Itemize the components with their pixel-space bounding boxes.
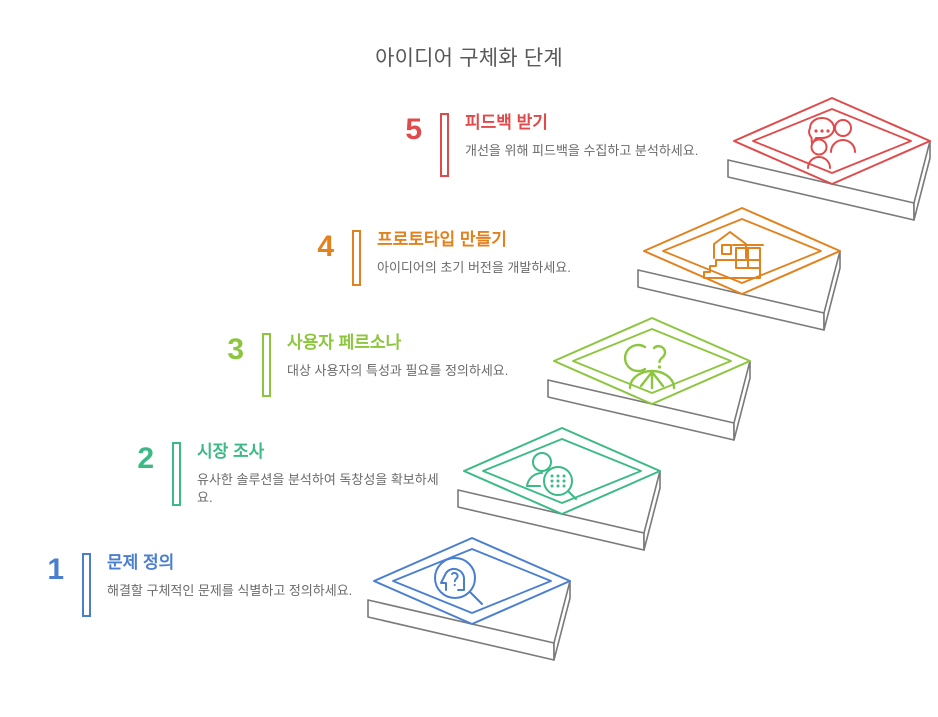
step-description-2: 유사한 솔루션을 분석하여 독창성을 확보하세요. (197, 471, 439, 506)
platform-step-5 (727, 97, 931, 221)
step-title-4: 프로토타입 만들기 (377, 230, 507, 249)
platform-step-3 (547, 317, 751, 441)
step-number-5: 5 (405, 113, 422, 146)
step-item-1: 1 문제 정의 해결할 구체적인 문제를 식별하고 정의하세요. (30, 553, 360, 617)
riser-step-4-side (823, 250, 841, 331)
step-description-3: 대상 사용자의 특성과 필요를 정의하세요. (287, 362, 509, 378)
head-question-magnifier-icon (434, 557, 483, 605)
page-title: 아이디어 구체화 단계 (375, 47, 563, 70)
riser-step-1-side (553, 580, 571, 661)
step-description-4: 아이디어의 초기 버전을 개발하세요. (377, 259, 571, 275)
platform-inner-step-2 (482, 438, 642, 504)
step-item-2: 2 시장 조사 유사한 솔루션을 분석하여 독창성을 확보하세요. (120, 442, 450, 508)
step-description-1: 해결할 구체적인 문제를 식별하고 정의하세요. (107, 582, 353, 598)
step-accent-bar-4 (352, 230, 361, 286)
platform-top-step-5 (733, 97, 931, 185)
step-item-3: 3 사용자 페르소나 대상 사용자의 특성과 필요를 정의하세요. (210, 333, 540, 397)
riser-step-4-front (637, 269, 825, 331)
platform-inner-step-3 (572, 328, 732, 394)
step-item-5: 5 피드백 받기 개선을 위해 피드백을 수집하고 분석하세요. (388, 113, 718, 177)
platform-inner-step-4 (662, 218, 822, 284)
riser-step-2-front (457, 489, 645, 551)
platform-top-step-2 (463, 427, 661, 515)
platform-inner-step-5 (752, 108, 912, 174)
platform-top-step-4 (643, 207, 841, 295)
riser-step-3-front (547, 379, 735, 441)
step-number-2: 2 (137, 442, 154, 475)
riser-step-5-front (727, 159, 915, 221)
platform-step-2 (457, 427, 661, 551)
people-speech-bubble-feedback-icon (807, 117, 856, 169)
person-question-persona-icon (623, 343, 676, 390)
step-number-1: 1 (47, 553, 64, 586)
step-number-4: 4 (317, 230, 334, 263)
riser-step-2-side (643, 470, 661, 551)
step-description-5: 개선을 위해 피드백을 수집하고 분석하세요. (465, 142, 699, 158)
riser-step-1-front (367, 599, 555, 661)
step-number-3: 3 (227, 333, 244, 366)
step-accent-bar-2 (172, 442, 181, 506)
step-accent-bar-5 (440, 113, 449, 177)
step-item-4: 4 프로토타입 만들기 아이디어의 초기 버전을 개발하세요. (300, 230, 630, 286)
step-title-5: 피드백 받기 (465, 113, 548, 132)
platform-inner-step-1 (392, 548, 552, 614)
platform-step-1 (367, 537, 571, 661)
step-title-3: 사용자 페르소나 (287, 333, 402, 352)
platform-step-4 (637, 207, 841, 331)
step-title-2: 시장 조사 (197, 442, 265, 461)
riser-step-5-side (913, 140, 931, 221)
platform-top-step-1 (373, 537, 571, 625)
step-title-1: 문제 정의 (107, 553, 175, 572)
step-accent-bar-3 (262, 333, 271, 397)
step-accent-bar-1 (82, 553, 91, 617)
user-research-magnifier-icon (526, 452, 577, 500)
prototype-building-blocks-icon (703, 231, 764, 279)
platform-top-step-3 (553, 317, 751, 405)
riser-step-3-side (733, 360, 751, 441)
